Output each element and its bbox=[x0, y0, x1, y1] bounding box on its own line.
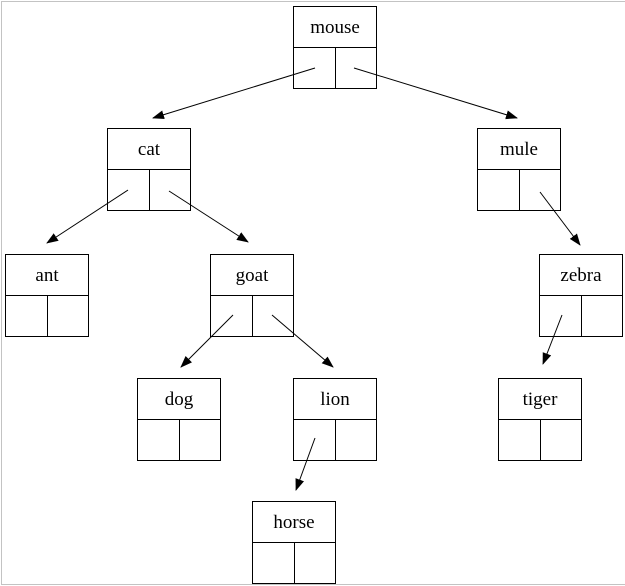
node-pointer-cells bbox=[6, 295, 89, 337]
tree-node-tiger: tiger bbox=[498, 378, 582, 461]
node-label: ant bbox=[6, 255, 88, 296]
node-pointer-cells bbox=[478, 169, 561, 211]
node-label: horse bbox=[253, 502, 335, 543]
right-pointer-cell bbox=[150, 170, 191, 211]
right-pointer-cell bbox=[336, 420, 377, 461]
node-pointer-cells bbox=[211, 295, 294, 337]
node-pointer-cells bbox=[138, 419, 221, 461]
node-pointer-cells bbox=[294, 47, 377, 89]
right-pointer-cell bbox=[520, 170, 561, 211]
node-label: zebra bbox=[540, 255, 622, 296]
edge-mouse-left-to-cat bbox=[152, 67, 316, 120]
right-pointer-cell bbox=[253, 296, 294, 337]
node-pointer-cells bbox=[499, 419, 582, 461]
node-label: dog bbox=[138, 379, 220, 420]
left-pointer-cell bbox=[6, 295, 48, 336]
right-pointer-cell bbox=[336, 48, 377, 89]
tree-node-ant: ant bbox=[5, 254, 89, 337]
left-pointer-cell bbox=[138, 419, 180, 460]
right-pointer-cell bbox=[180, 420, 221, 461]
right-pointer-cell bbox=[582, 296, 623, 337]
left-pointer-cell bbox=[294, 419, 336, 460]
node-label: mule bbox=[478, 129, 560, 170]
node-label: tiger bbox=[499, 379, 581, 420]
node-label: goat bbox=[211, 255, 293, 296]
left-pointer-cell bbox=[540, 295, 582, 336]
left-pointer-cell bbox=[294, 47, 336, 88]
right-pointer-cell bbox=[48, 296, 89, 337]
tree-node-dog: dog bbox=[137, 378, 221, 461]
tree-node-lion: lion bbox=[293, 378, 377, 461]
node-label: cat bbox=[108, 129, 190, 170]
node-pointer-cells bbox=[108, 169, 191, 211]
tree-node-horse: horse bbox=[252, 501, 336, 584]
left-pointer-cell bbox=[108, 169, 150, 210]
node-pointer-cells bbox=[294, 419, 377, 461]
tree-node-mouse: mouse bbox=[293, 6, 377, 89]
right-pointer-cell bbox=[541, 420, 582, 461]
node-label: mouse bbox=[294, 7, 376, 48]
left-pointer-cell bbox=[253, 542, 295, 583]
right-pointer-cell bbox=[295, 543, 336, 584]
left-pointer-cell bbox=[499, 419, 541, 460]
tree-node-goat: goat bbox=[210, 254, 294, 337]
node-pointer-cells bbox=[540, 295, 623, 337]
edge-mouse-right-to-mule bbox=[353, 67, 518, 120]
tree-node-zebra: zebra bbox=[539, 254, 623, 337]
node-pointer-cells bbox=[253, 542, 336, 584]
left-pointer-cell bbox=[478, 169, 520, 210]
tree-node-cat: cat bbox=[107, 128, 191, 211]
tree-node-mule: mule bbox=[477, 128, 561, 211]
left-pointer-cell bbox=[211, 295, 253, 336]
node-label: lion bbox=[294, 379, 376, 420]
